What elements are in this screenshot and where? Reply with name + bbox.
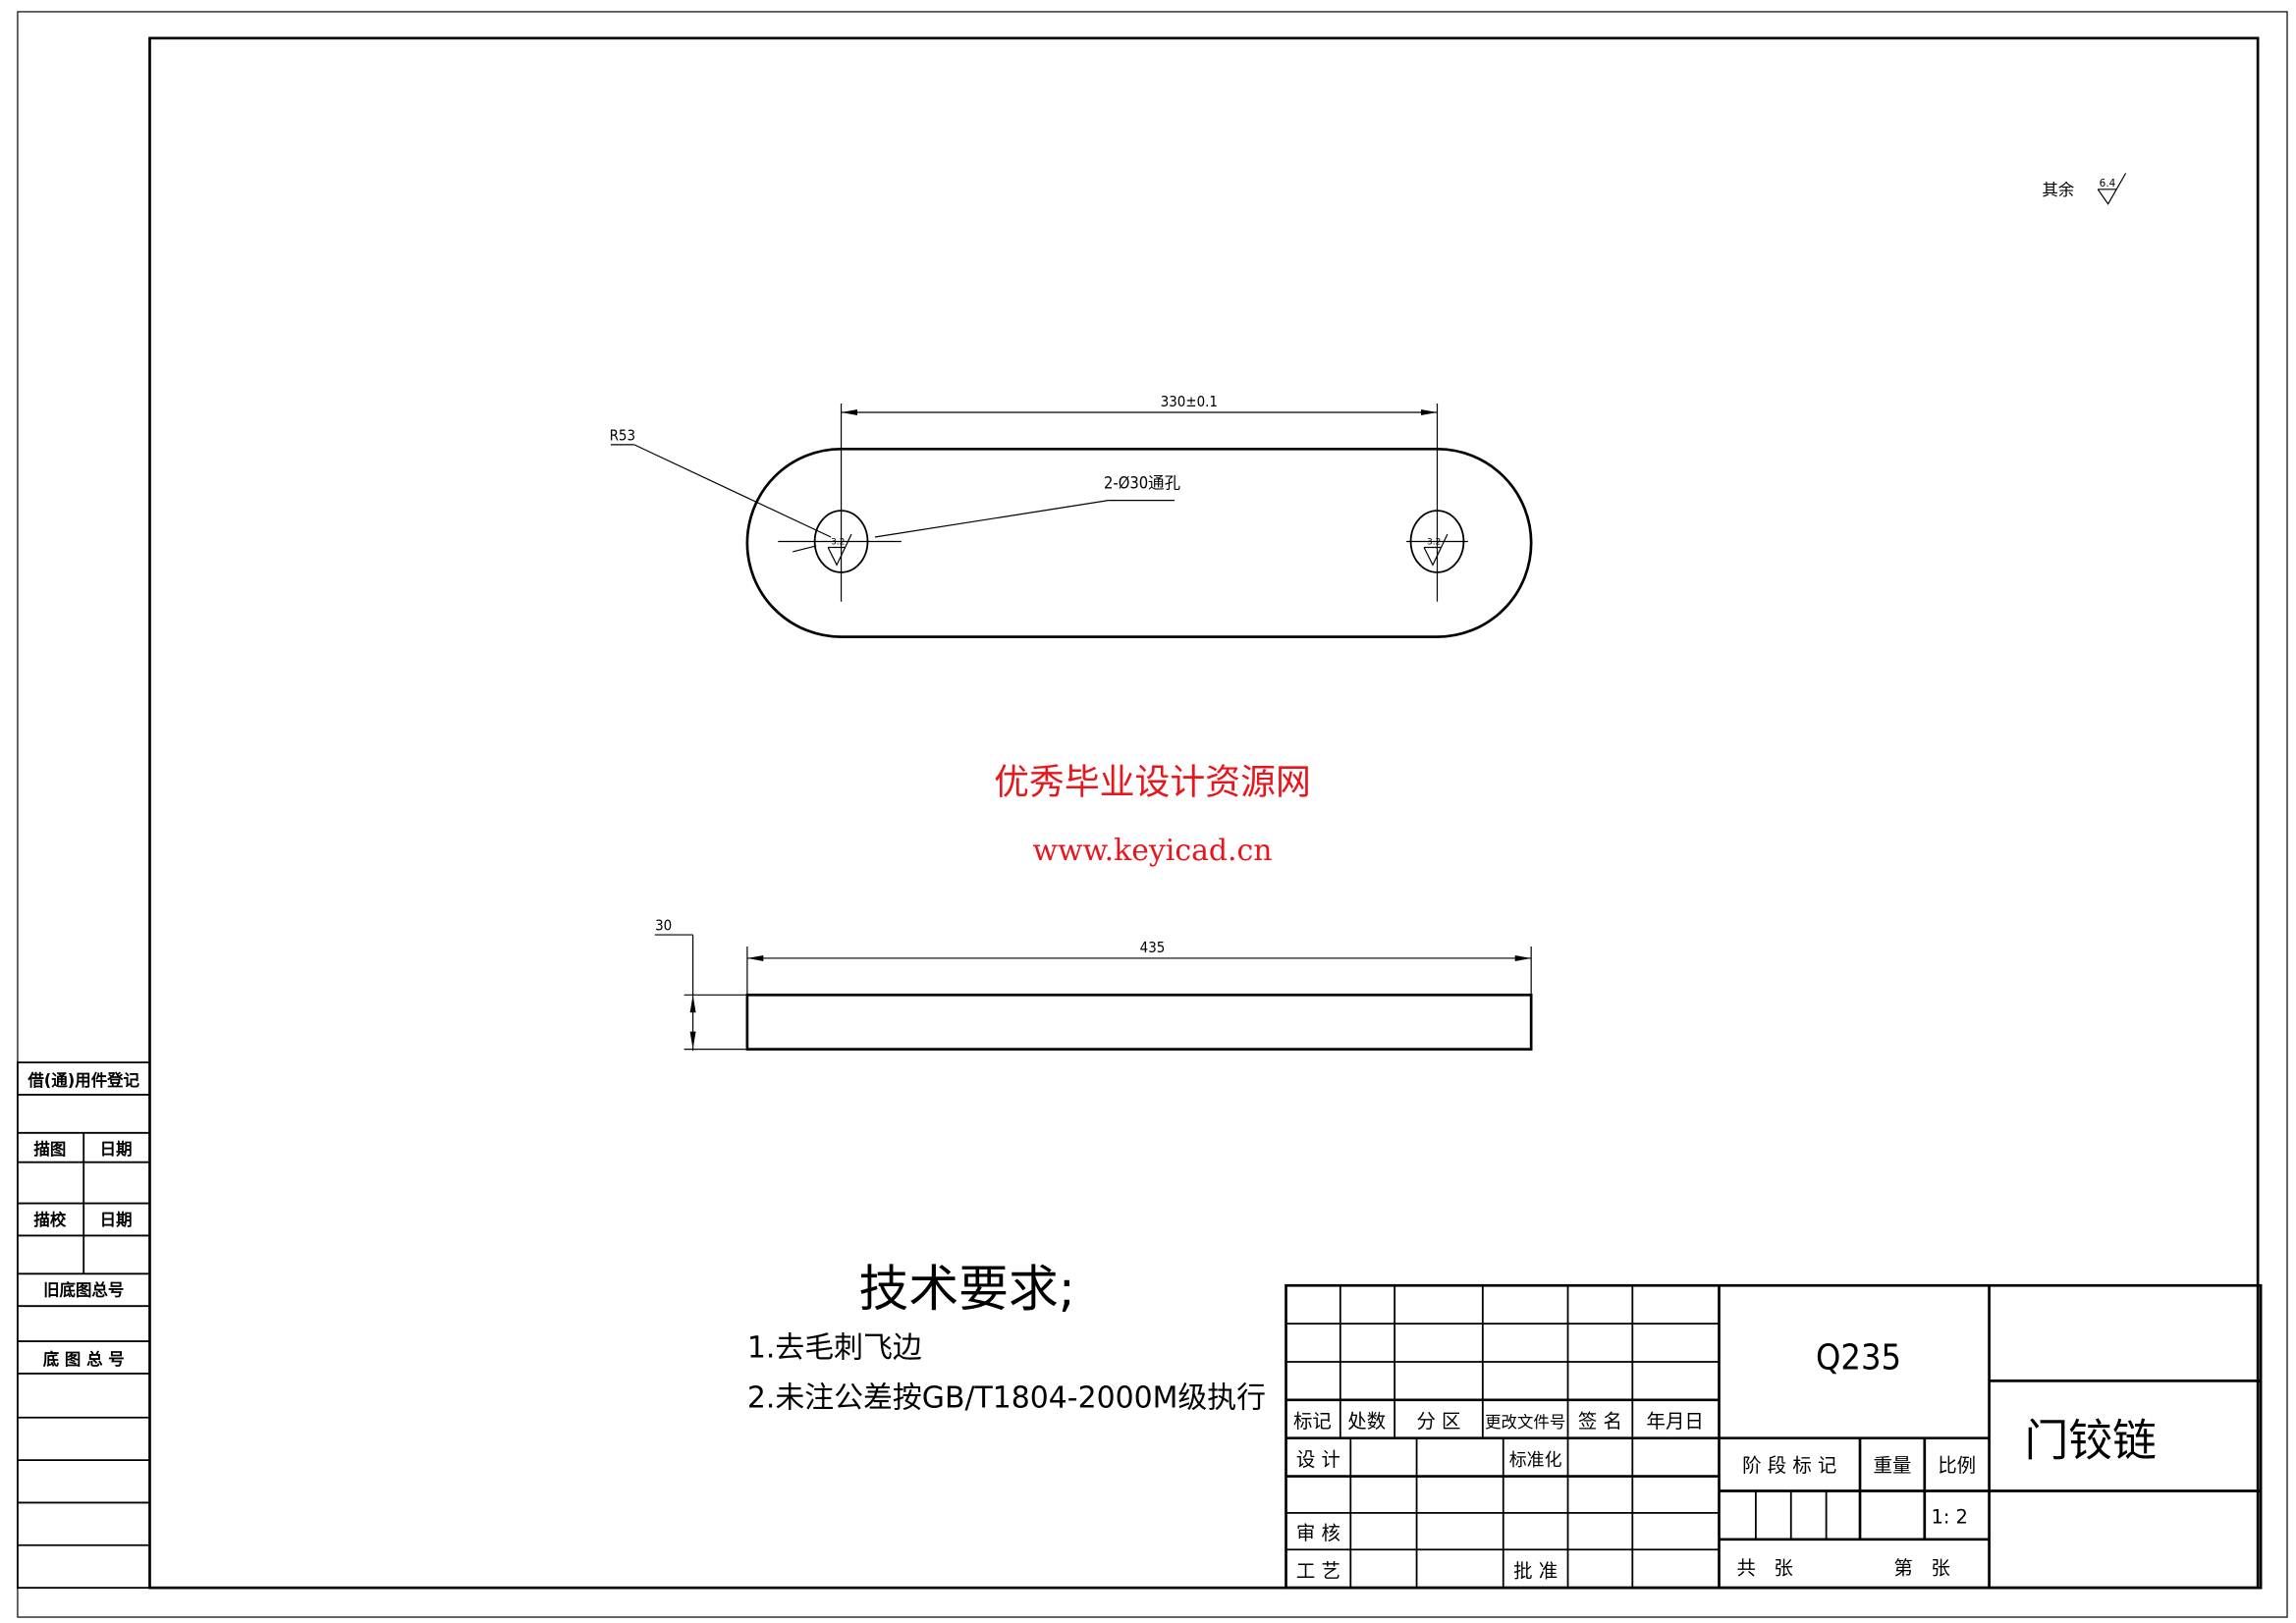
radius-dimension: R53 [610,426,635,444]
standard-label: 标准化 [1509,1450,1562,1471]
tech-req-title: 技术要求; [859,1260,1075,1318]
dim-arrow-left [841,408,858,415]
design-label: 设 计 [1296,1448,1340,1471]
scale-label: 比例 [1938,1454,1976,1477]
trace-date-label: 日期 [100,1140,133,1159]
roughness-label: 其余 [2042,181,2074,199]
plate-side [745,993,1533,1051]
number-label: 底 图 总 号 [43,1350,125,1369]
watermark-url: www.keyicad.cn [1032,834,1272,868]
tech-req-item: 2.未注公差按GB/T1804-2000M级执行 [747,1380,1266,1415]
left-register-strip: 借(通)用件登记 描图 日期 描校 日期 旧底图总号 底 图 总 号 [17,1061,151,1590]
header-mark: 标记 [1293,1410,1332,1433]
review-label: 审 核 [1296,1522,1340,1544]
check-label: 描校 [33,1211,66,1229]
process-label: 工 艺 [1296,1560,1340,1583]
side-length-dimension: 435 [1140,939,1166,956]
header-date: 年月日 [1647,1410,1704,1433]
header-zone: 分 区 [1416,1410,1460,1433]
stage-mark-label: 阶 段 标 记 [1742,1454,1836,1477]
material: Q235 [1816,1337,1901,1378]
trace-label: 描图 [33,1140,66,1159]
top-view: 330±0.1 R53 2-Ø30通孔 3.2 3.2 [610,393,1533,638]
slot-outline [745,447,1533,638]
scale-value: 1: 2 [1931,1505,1967,1528]
hole-roughness-left: 3.2 [831,537,845,547]
hole-note: 2-Ø30通孔 [1104,474,1180,493]
header-doc-no: 更改文件号 [1485,1413,1565,1432]
inner-frame [148,36,2260,1590]
check-date-label: 日期 [100,1211,133,1229]
watermark-title: 优秀毕业设计资源网 [994,763,1311,803]
dim-arrow-right [1421,408,1438,415]
header-count: 处数 [1347,1410,1386,1433]
roughness-symbol-icon [2097,173,2127,205]
length-dimension: 330±0.1 [1161,393,1218,410]
side-view: 435 30 [654,917,1533,1052]
approve-label: 批 准 [1513,1560,1558,1583]
sheet-number: 第 张 [1893,1557,1949,1580]
roughness-note: 其余 6.4 [2042,173,2127,205]
outer-frame [17,11,2288,1618]
header-sign: 签 名 [1578,1410,1622,1433]
title-block: 标记 处数 分 区 更改文件号 签 名 年月日 设 计 标准化 审 核 工 艺 … [1285,1283,2263,1590]
old-number-label: 旧底图总号 [43,1281,124,1300]
tech-req-item: 1.去毛刺飞边 [747,1330,922,1365]
weight-label: 重量 [1873,1454,1911,1477]
hole-roughness-right: 3.2 [1427,537,1441,547]
total-sheets: 共 张 [1736,1557,1792,1580]
part-name: 门铰链 [2024,1415,2157,1467]
technical-requirements: 技术要求; 1.去毛刺飞边 2.未注公差按GB/T1804-2000M级执行 [747,1260,1266,1415]
thickness-dimension: 30 [655,917,672,935]
register-label: 借(通)用件登记 [27,1071,139,1090]
roughness-value: 6.4 [2100,178,2116,189]
